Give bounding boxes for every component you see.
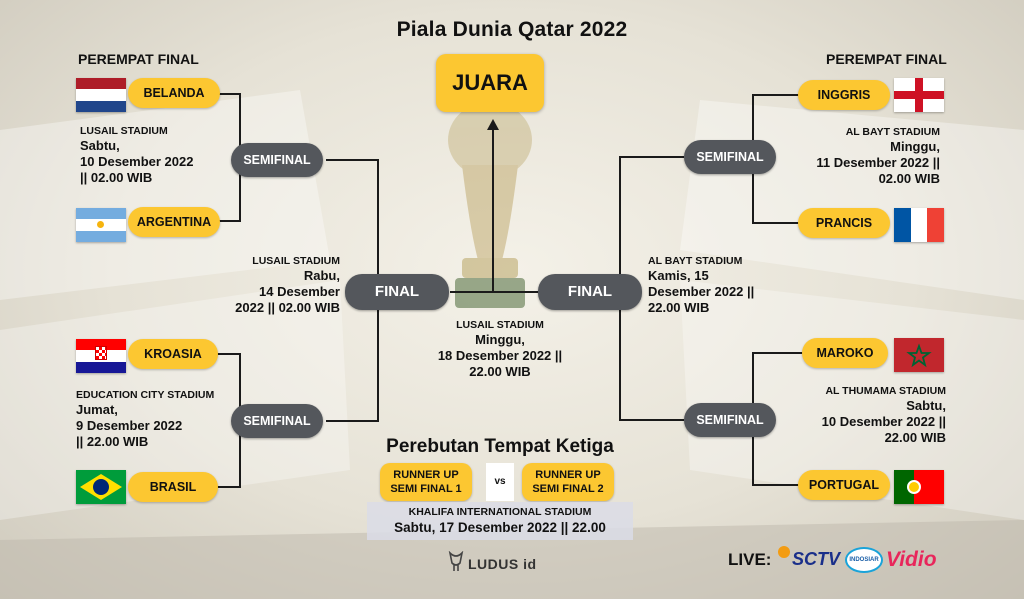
stadium-name: LUSAIL STADIUM bbox=[456, 319, 544, 331]
match-time: Sabtu, 10 Desember 2022 || 02.00 WIB bbox=[80, 138, 194, 185]
live-label: LIVE: bbox=[728, 550, 772, 569]
final-left: FINAL bbox=[345, 274, 449, 310]
stadium-name: KHALIFA INTERNATIONAL STADIUM bbox=[408, 506, 592, 518]
broadcaster-vidio: Vidio bbox=[886, 548, 937, 571]
match-info-semi-right: AL BAYT STADIUM Kamis, 15 Desember 2022 … bbox=[648, 254, 798, 316]
match-info-qf4: AL THUMAMA STADIUM Sabtu, 10 Desember 20… bbox=[780, 384, 946, 446]
right-round-label: PEREMPAT FINAL bbox=[826, 51, 947, 67]
semifinal-right-bottom: SEMIFINAL bbox=[684, 403, 776, 437]
champion-box: JUARA bbox=[436, 54, 544, 112]
match-info-qf2: EDUCATION CITY STADIUM Jumat, 9 Desember… bbox=[76, 388, 246, 450]
match-info-third-place: KHALIFA INTERNATIONAL STADIUM Sabtu, 17 … bbox=[367, 502, 633, 540]
broadcaster-sctv: SCTV bbox=[792, 549, 841, 569]
team-kroasia: KROASIA bbox=[128, 339, 218, 369]
match-info-semi-left: LUSAIL STADIUM Rabu, 14 Desember 2022 ||… bbox=[190, 254, 340, 316]
semifinal-left-top: SEMIFINAL bbox=[231, 143, 323, 177]
flag-france-icon bbox=[894, 208, 944, 242]
match-time: Sabtu, 17 Desember 2022 || 22.00 bbox=[394, 520, 606, 535]
stadium-name: EDUCATION CITY STADIUM bbox=[76, 389, 215, 401]
team-brasil: BRASIL bbox=[128, 472, 218, 502]
match-info-qf3: AL BAYT STADIUM Minggu, 11 Desember 2022… bbox=[780, 125, 940, 187]
flag-croatia-icon bbox=[76, 339, 126, 373]
broadcaster-indosiar: INDOSIAR bbox=[845, 547, 883, 573]
page-title: Piala Dunia Qatar 2022 bbox=[396, 18, 628, 41]
semifinal-left-bottom: SEMIFINAL bbox=[231, 404, 323, 438]
vs-label: vs bbox=[486, 463, 514, 501]
match-info-qf1: LUSAIL STADIUM Sabtu, 10 Desember 2022 |… bbox=[80, 124, 240, 186]
flag-portugal-icon bbox=[894, 470, 944, 504]
semifinal-right-top: SEMIFINAL bbox=[684, 140, 776, 174]
stadium-name: AL THUMAMA STADIUM bbox=[825, 385, 946, 397]
flag-netherlands-icon bbox=[76, 78, 126, 112]
team-maroko: MAROKO bbox=[802, 338, 888, 368]
left-round-label: PEREMPAT FINAL bbox=[78, 51, 199, 67]
match-time: Sabtu, 10 Desember 2022 || 22.00 WIB bbox=[821, 398, 946, 445]
match-time: Minggu, 11 Desember 2022 || 02.00 WIB bbox=[816, 139, 940, 186]
stadium-name: AL BAYT STADIUM bbox=[845, 126, 940, 138]
sctv-logo-icon bbox=[778, 546, 790, 558]
match-time: Kamis, 15 Desember 2022 || 22.00 WIB bbox=[648, 268, 755, 315]
match-time: Jumat, 9 Desember 2022 || 22.00 WIB bbox=[76, 402, 183, 449]
team-belanda: BELANDA bbox=[128, 78, 220, 108]
third-place-title: Perebutan Tempat Ketiga bbox=[386, 436, 614, 457]
ludus-logo-icon bbox=[448, 550, 464, 573]
stadium-name: AL BAYT STADIUM bbox=[648, 255, 743, 267]
third-place-team-b: RUNNER UP SEMI FINAL 2 bbox=[522, 463, 614, 501]
flag-brazil-icon bbox=[76, 470, 126, 504]
third-place-team-a: RUNNER UP SEMI FINAL 1 bbox=[380, 463, 472, 501]
match-time: Minggu, 18 Desember 2022 || 22.00 WIB bbox=[437, 332, 563, 379]
team-portugal: PORTUGAL bbox=[798, 470, 890, 500]
match-time: Rabu, 14 Desember 2022 || 02.00 WIB bbox=[235, 268, 340, 315]
team-argentina: ARGENTINA bbox=[128, 207, 220, 237]
final-right: FINAL bbox=[538, 274, 642, 310]
flag-morocco-icon bbox=[894, 338, 944, 372]
flag-england-icon bbox=[894, 78, 944, 112]
match-info-final: LUSAIL STADIUM Minggu, 18 Desember 2022 … bbox=[420, 318, 580, 380]
team-prancis: PRANCIS bbox=[798, 208, 890, 238]
flag-argentina-icon bbox=[76, 208, 126, 242]
stadium-name: LUSAIL STADIUM bbox=[252, 255, 340, 267]
stadium-name: LUSAIL STADIUM bbox=[80, 125, 168, 137]
team-inggris: INGGRIS bbox=[798, 80, 890, 110]
brand-ludus: LUDUS id bbox=[468, 556, 537, 572]
